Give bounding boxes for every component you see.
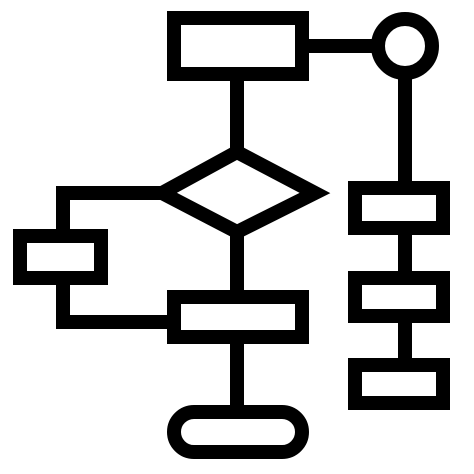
terminal-pill (167, 405, 309, 459)
connector-lines (56, 39, 412, 412)
middle-process-box (167, 290, 309, 344)
flowchart-shapes (13, 11, 450, 459)
side-process-box (13, 229, 108, 285)
connector-diamond-to-side-box (56, 186, 162, 236)
top-process-box (167, 11, 309, 81)
right-box-3 (348, 358, 450, 410)
connector-circle (371, 12, 439, 80)
right-box-1 (348, 181, 450, 235)
connector-side-box-to-middle-box (56, 278, 174, 329)
right-box-2 (348, 271, 450, 323)
decision-diamond (147, 144, 331, 240)
